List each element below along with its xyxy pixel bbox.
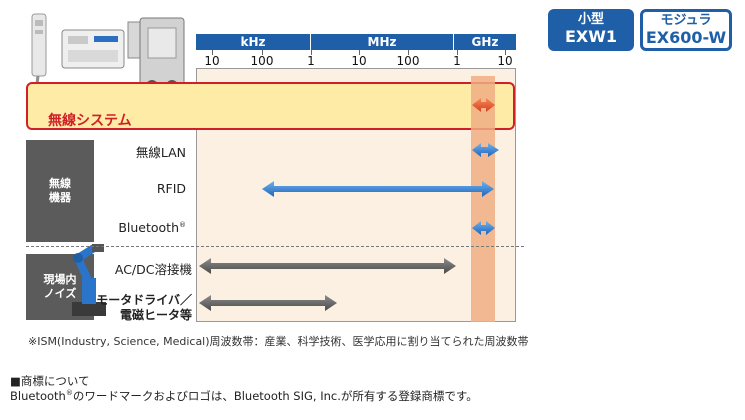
wireless-system-box bbox=[26, 82, 515, 130]
badge-ex600w-top: モジュラ bbox=[660, 13, 712, 28]
trademark-heading: ■商標について bbox=[10, 374, 90, 388]
double-arrow bbox=[472, 221, 495, 235]
tick-label: 1 bbox=[453, 54, 461, 68]
tick-label: 1 bbox=[307, 54, 315, 68]
badge-exw1: 小型 EXW1 bbox=[548, 9, 634, 51]
badge-ex600w-bottom: EX600-W bbox=[645, 27, 727, 47]
row-label-welder: AC/DC溶接機 bbox=[114, 262, 192, 277]
category-wireless-devices: 無線 機器 bbox=[26, 140, 94, 242]
tick-label: 10 bbox=[351, 54, 367, 68]
badge-ex600w: モジュラ EX600-W bbox=[640, 9, 732, 51]
tick-label: 10 bbox=[497, 54, 513, 68]
badge-exw1-bottom: EXW1 bbox=[564, 26, 618, 46]
ism-band bbox=[471, 76, 495, 322]
double-arrow bbox=[472, 143, 499, 157]
row-label-wlan: 無線LAN bbox=[135, 145, 186, 160]
axis-band-khz: kHz bbox=[196, 34, 310, 50]
row-label-bluetooth: Bluetooth® bbox=[118, 220, 186, 235]
section-separator bbox=[26, 246, 524, 247]
axis-band-mhz: MHz bbox=[311, 34, 453, 50]
double-arrow bbox=[472, 98, 495, 112]
tick-label: 10 bbox=[204, 54, 220, 68]
double-arrow bbox=[199, 295, 337, 311]
ism-footnote: ※ISM(Industry, Science, Medical)周波数帯：産業、… bbox=[28, 335, 529, 348]
trademark-body: Bluetooth®のワードマークおよびロゴは、Bluetooth SIG, I… bbox=[10, 389, 478, 403]
double-arrow bbox=[199, 258, 456, 274]
wireless-system-label: 無線システム bbox=[48, 113, 132, 129]
badge-exw1-top: 小型 bbox=[577, 12, 604, 27]
tick-label: 100 bbox=[396, 54, 420, 68]
row-label-motor-line1: モータドライバ／ bbox=[96, 293, 192, 307]
row-label-motor-line2: 電磁ヒータ等 bbox=[119, 308, 192, 322]
double-arrow bbox=[262, 181, 494, 197]
robot-arm-photo bbox=[72, 244, 106, 316]
axis-band-ghz: GHz bbox=[454, 34, 516, 50]
row-label-rfid: RFID bbox=[156, 181, 186, 196]
tick-label: 100 bbox=[250, 54, 274, 68]
